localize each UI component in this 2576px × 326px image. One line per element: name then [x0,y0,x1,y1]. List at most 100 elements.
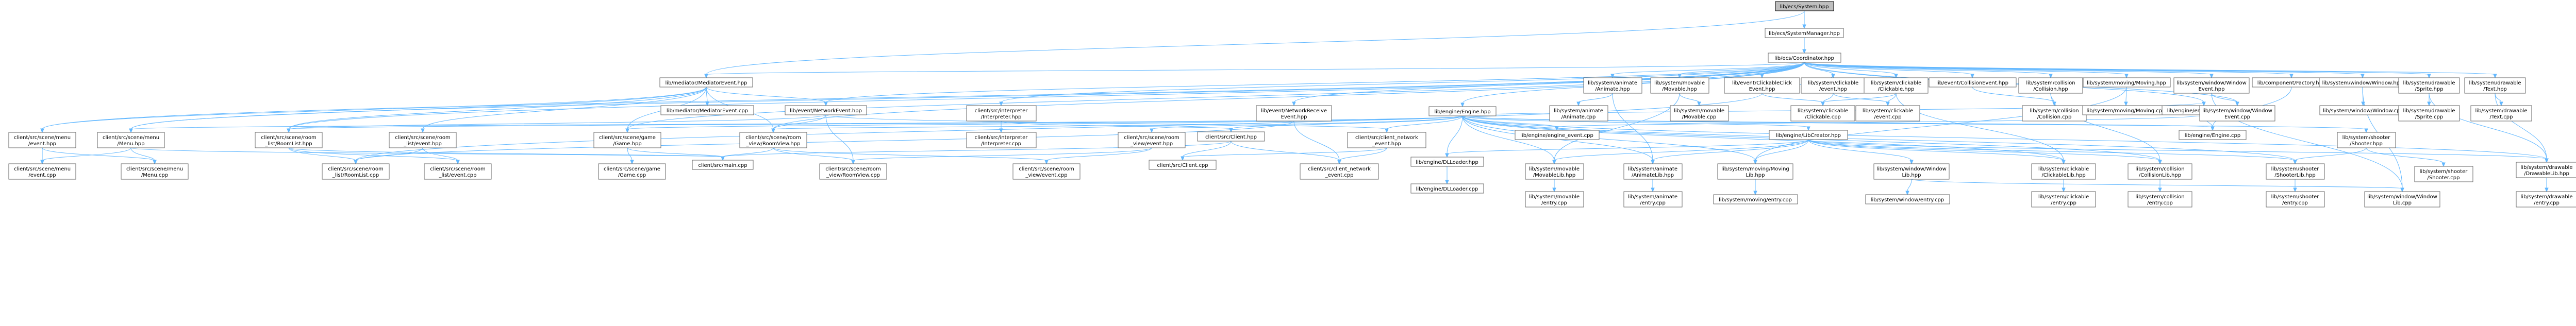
graph-node-movmov_cpp[interactable]: lib/system/moving/Moving.cpp [2082,105,2170,115]
graph-node-sprite_cpp[interactable]: lib/system/drawable/Sprite.cpp [2398,105,2460,122]
graph-node-label: /Animate.hpp [1595,87,1630,92]
graph-node-netev_h[interactable]: lib/event/NetworkEvent.hpp [785,105,867,115]
graph-node-roomlistev_cpp[interactable]: client/src/scene/room_list/event.cpp [424,163,492,180]
graph-node-win_h[interactable]: lib/system/window/Window.hpp [2319,77,2407,88]
graph-node-colllib_h[interactable]: lib/system/collision/CollisionLib.hpp [2128,163,2192,180]
graph-node-moving_entry[interactable]: lib/system/moving/entry.cpp [1713,194,1798,204]
graph-node-clickablelib_h[interactable]: lib/system/clickable/ClickableLib.hpp [2031,163,2096,180]
graph-node-roomlist_cpp[interactable]: client/src/scene/room_list/RoomList.cpp [322,163,390,180]
graph-node-box [2199,105,2275,122]
graph-node-anim_entry[interactable]: lib/system/animate/entry.cpp [1623,191,1683,208]
graph-node-engine_cpp[interactable]: lib/engine/Engine.cpp [2179,130,2247,140]
graph-node-client_h[interactable]: client/src/Client.hpp [1197,131,1265,142]
graph-node-coll_entry[interactable]: lib/system/collision/entry.cpp [2128,191,2192,208]
graph-node-movable_entry[interactable]: lib/system/movable/entry.cpp [1525,191,1584,208]
graph-node-compfac_h[interactable]: lib/component/Factory.hpp [2252,77,2331,88]
graph-edge [1761,93,1823,103]
graph-edge [288,62,1805,130]
graph-node-menuev_cpp[interactable]: client/src/scene/menu/event.cpp [8,163,76,180]
graph-node-coord[interactable]: lib/ecs/Coordinator.hpp [1768,53,1841,63]
graph-node-main_cpp[interactable]: client/src/main.cpp [692,160,754,170]
graph-node-menu_cpp[interactable]: client/src/scene/menu/Menu.cpp [121,163,189,180]
graph-node-interp_h[interactable]: client/src/interpreter/Interpreter.hpp [966,105,1037,122]
graph-node-sysmgr[interactable]: lib/ecs/SystemManager.hpp [1765,28,1844,38]
graph-node-label: /event.hpp [28,141,56,147]
graph-node-label: lib/system/moving/Moving [1721,166,1789,172]
graph-node-game_cpp[interactable]: client/src/scene/game/Game.cpp [598,163,666,180]
graph-node-interp_cpp[interactable]: client/src/interpreter/Interpreter.cpp [966,132,1037,148]
graph-node-clickable_cpp1[interactable]: lib/system/clickable/Clickable.cpp [1790,105,1855,122]
graph-edge [1462,115,1809,128]
graph-node-movablelib_h[interactable]: lib/system/movable/MovableLib.hpp [1525,163,1584,180]
graph-edge-arrowhead [1385,128,1389,133]
graph-edge [1833,93,1888,103]
graph-node-anim_cpp[interactable]: lib/system/animate/Animate.cpp [1549,105,1608,122]
graph-node-movable_h[interactable]: lib/system/movable/Movable.hpp [1650,77,1709,94]
graph-node-movmov_h[interactable]: lib/system/moving/Moving.hpp [2083,77,2171,88]
graph-node-roomlistev_h[interactable]: client/src/scene/room_list/event.hpp [389,132,457,148]
graph-edge-arrowhead [1760,74,1764,79]
graph-edge [722,141,1232,158]
graph-node-box [1865,194,1950,204]
graph-node-label: client/src/interpreter [975,108,1028,114]
graph-node-clickable_entry[interactable]: lib/system/clickable/entry.cpp [2031,191,2096,208]
graph-node-drawable_entry[interactable]: lib/system/drawable/entry.cpp [2516,191,2576,208]
graph-node-syscl_cpp[interactable]: lib/system/clickable/event.cpp [1855,105,1920,122]
graph-node-roomview_cpp[interactable]: client/src/scene/room_view/RoomView.cpp [819,163,887,180]
graph-node-anim_h[interactable]: lib/system/animate/Animate.hpp [1583,77,1642,94]
graph-node-label: _list/RoomList.cpp [332,173,379,178]
graph-node-syscl_h[interactable]: lib/system/clickable/event.hpp [1801,77,1866,94]
graph-node-coll_cpp[interactable]: lib/system/collision/Collision.cpp [2022,105,2087,122]
graph-node-medev_cpp[interactable]: lib/mediator/MediatorEvent.cpp [660,105,754,115]
graph-node-medev[interactable]: lib/mediator/MediatorEvent.hpp [659,77,753,88]
graph-node-drawablelib_h[interactable]: lib/system/drawable/DrawableLib.hpp [2516,162,2576,178]
graph-node-clickable_h[interactable]: lib/system/clickable/Clickable.hpp [1864,77,1929,94]
graph-edge [42,87,707,130]
graph-node-libcreator_h[interactable]: lib/engine/LibCreator.hpp [1769,130,1848,140]
graph-node-roomview_h[interactable]: client/src/scene/room_view/RoomView.hpp [739,132,807,148]
graph-node-text_h[interactable]: lib/system/drawable/Text.hpp [2464,77,2526,94]
graph-node-roomlist_h[interactable]: client/src/scene/room_list/RoomList.hpp [255,132,323,148]
graph-node-shooter_entry[interactable]: lib/system/shooter/entry.cpp [2266,191,2325,208]
graph-node-client_cpp[interactable]: client/src/Client.cpp [1149,160,1217,170]
graph-node-box [8,132,76,148]
graph-node-dlloader_cpp[interactable]: lib/engine/DLLoader.cpp [1410,183,1484,194]
graph-node-label: lib/system/collision [2135,194,2184,200]
graph-node-shooterlib_h[interactable]: lib/system/shooter/ShooterLib.hpp [2266,163,2325,180]
graph-node-win_entry[interactable]: lib/system/window/entry.cpp [1865,194,1950,204]
graph-node-sprite_h[interactable]: lib/system/drawable/Sprite.hpp [2398,77,2460,94]
graph-edge-arrowhead [1905,191,1909,196]
graph-node-label: client/src/scene/room [328,166,383,172]
graph-node-menu_h[interactable]: client/src/scene/menu/Menu.hpp [97,132,165,148]
graph-node-box [1717,163,1793,180]
graph-node-animlib_h[interactable]: lib/system/animate/AnimateLib.hpp [1623,163,1683,180]
graph-edge [1755,139,1809,161]
graph-node-menuev_h[interactable]: client/src/scene/menu/event.hpp [8,132,76,148]
graph-node-engine_h[interactable]: lib/engine/Engine.hpp [1428,106,1497,116]
graph-edge-arrowhead [2049,74,2053,79]
graph-node-movable_cpp[interactable]: lib/system/movable/Movable.cpp [1670,105,1729,122]
graph-edge [42,147,155,161]
graph-node-collev_h[interactable]: lib/event/CollisionEvent.hpp [1929,77,2017,88]
graph-node-netclient_h[interactable]: client/src/client_network_event.hpp [1347,132,1426,148]
graph-node-box [659,77,753,88]
graph-node-coll_h[interactable]: lib/system/collision/Collision.hpp [2018,77,2083,94]
graph-node-dlloader_h[interactable]: lib/engine/DLLoader.hpp [1410,157,1484,167]
graph-node-roomviewev_h[interactable]: client/src/scene/room_view/event.hpp [1118,132,1186,148]
graph-node-win_cpp[interactable]: lib/system/window/Window.cpp [2319,105,2407,115]
graph-node-game_h[interactable]: client/src/scene/game/Game.hpp [593,132,661,148]
graph-node-engev_cpp[interactable]: lib/engine/engine_event.cpp [1515,130,1600,140]
graph-node-text_cpp[interactable]: lib/system/drawable/Text.cpp [2470,105,2532,122]
graph-node-netclient_cpp[interactable]: client/src/client_network_event.cpp [1300,163,1379,180]
graph-node-shooter_h[interactable]: lib/system/shooter/Shooter.hpp [2337,132,2396,148]
graph-node-shooter_cpp[interactable]: lib/system/shooter/Shooter.cpp [2414,166,2473,182]
graph-node-roomviewev_cpp[interactable]: client/src/scene/room_view/event.cpp [1012,163,1081,180]
graph-node-label: lib/system/moving/Moving.cpp [2087,108,2166,114]
